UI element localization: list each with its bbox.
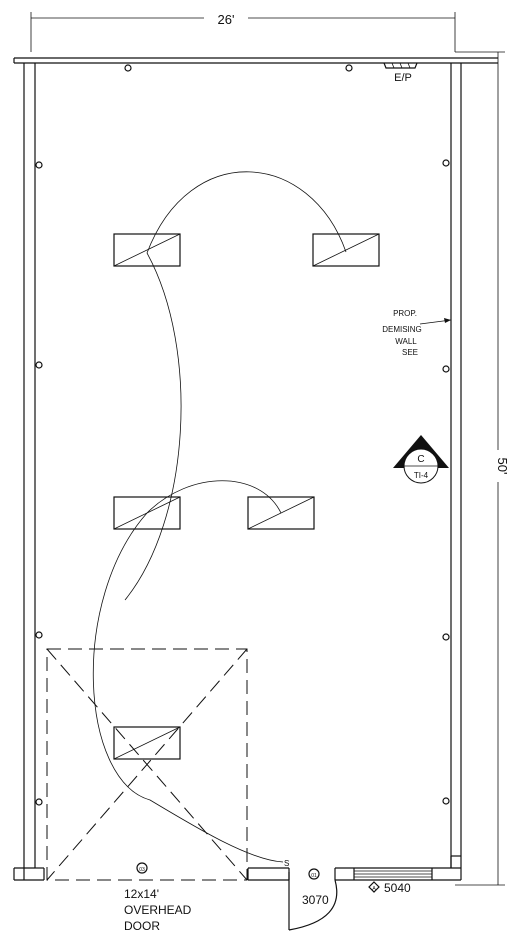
column-dot-icon: [35, 361, 43, 369]
overhead-door-type: OVERHEAD: [124, 903, 192, 917]
column-dot-icon: [124, 64, 132, 72]
switch-circuits: S: [92, 171, 347, 868]
depth-dimension-label: 50': [495, 458, 510, 475]
depth-dimension: 50': [455, 51, 510, 886]
window-code: 5040: [384, 881, 411, 895]
entry-door: [288, 879, 338, 931]
electrical-panel-label: E/P: [394, 72, 412, 84]
window-tag-diamond-icon: A: [368, 881, 380, 893]
light-fixture-icon: [312, 233, 380, 267]
overhead-door-label: 12x14' OVERHEAD DOOR: [124, 887, 192, 933]
column-dot-icon: [35, 161, 43, 169]
section-marker-letter: C: [417, 454, 424, 465]
door-tag-bubble-icon: 03: [136, 862, 148, 874]
svg-text:S: S: [284, 859, 289, 868]
demising-note-line: SEE: [402, 348, 418, 357]
overhead-door-footprint: [46, 648, 248, 881]
window-tag: A: [372, 886, 376, 892]
column-dot-icon: [442, 633, 450, 641]
demising-note-line: WALL: [395, 337, 417, 346]
entry-door-code: 3070: [302, 893, 329, 907]
building-walls: [13, 57, 498, 930]
width-dimension-label: 26': [218, 12, 235, 27]
overhead-door-size: 12x14': [124, 887, 159, 901]
column-dot-icon: [345, 64, 353, 72]
width-dimension: 26': [30, 10, 456, 52]
section-cut-triangle-icon: C TI-4: [393, 435, 449, 484]
column-dot-icon: [35, 798, 43, 806]
entry-door-tag: 01: [311, 873, 317, 879]
demising-wall-note: PROP. DEMISING WALL SEE: [382, 309, 452, 357]
door-tag-bubble-icon: 01: [308, 868, 320, 880]
light-fixtures: [113, 233, 380, 760]
demising-note-line: PROP.: [393, 309, 417, 318]
demising-note-line: DEMISING: [382, 325, 422, 334]
light-fixture-icon: [113, 233, 181, 267]
electrical-panel: E/P: [383, 62, 418, 84]
overhead-door-word: DOOR: [124, 919, 160, 933]
light-fixture-icon: [113, 726, 181, 760]
overhead-door-tag: 03: [139, 867, 145, 873]
storefront-window: [353, 867, 433, 881]
columns: [35, 64, 450, 806]
column-dot-icon: [442, 365, 450, 373]
column-dot-icon: [442, 797, 450, 805]
section-marker-sheet: TI-4: [414, 471, 429, 480]
column-dot-icon: [35, 631, 43, 639]
column-dot-icon: [442, 159, 450, 167]
